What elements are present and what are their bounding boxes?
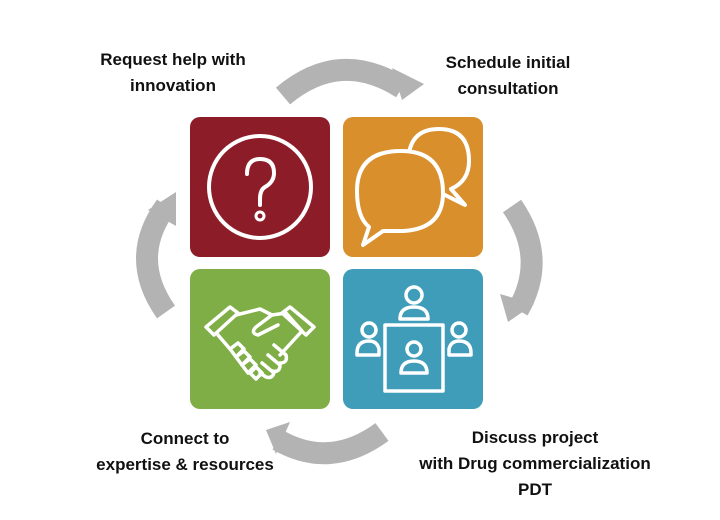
arrow-left-shaft <box>136 199 176 319</box>
arrow-bottom-shaft <box>272 422 389 465</box>
step-label-line: innovation <box>130 76 216 95</box>
step-label-line: expertise & resources <box>96 455 274 474</box>
tile-schedule-consultation <box>343 117 483 257</box>
arrow-right-shaft <box>502 199 543 316</box>
speech-bubbles-icon <box>355 127 471 247</box>
tile-request-help <box>190 117 330 257</box>
step-label-line: Connect to <box>140 429 230 448</box>
step-label-schedule: Schedule initial consultation <box>418 50 598 102</box>
step-label-line: Discuss project <box>471 428 599 447</box>
step-label-line: consultation <box>457 79 559 98</box>
step-label-line: Request help with <box>100 50 246 69</box>
arrow-top-shaft <box>275 58 408 105</box>
question-icon <box>207 134 313 240</box>
arrow-top-head <box>392 68 424 100</box>
step-label-connect: Connect to expertise & resources <box>55 426 315 478</box>
step-label-request-help: Request help with innovation <box>73 47 273 99</box>
tile-discuss-project <box>343 269 483 409</box>
meeting-table-icon <box>355 285 473 393</box>
arrow-bottom-head <box>266 422 290 454</box>
step-label-line: Schedule initial <box>445 53 571 72</box>
handshake-icon <box>204 305 316 381</box>
arrow-right-head <box>500 294 534 322</box>
step-label-line: PDT <box>518 480 552 499</box>
step-label-discuss: Discuss project with Drug commercializat… <box>385 425 685 503</box>
step-label-line: with Drug commercialization <box>419 454 651 473</box>
arrow-left-head <box>148 192 176 226</box>
tile-connect-expertise <box>190 269 330 409</box>
